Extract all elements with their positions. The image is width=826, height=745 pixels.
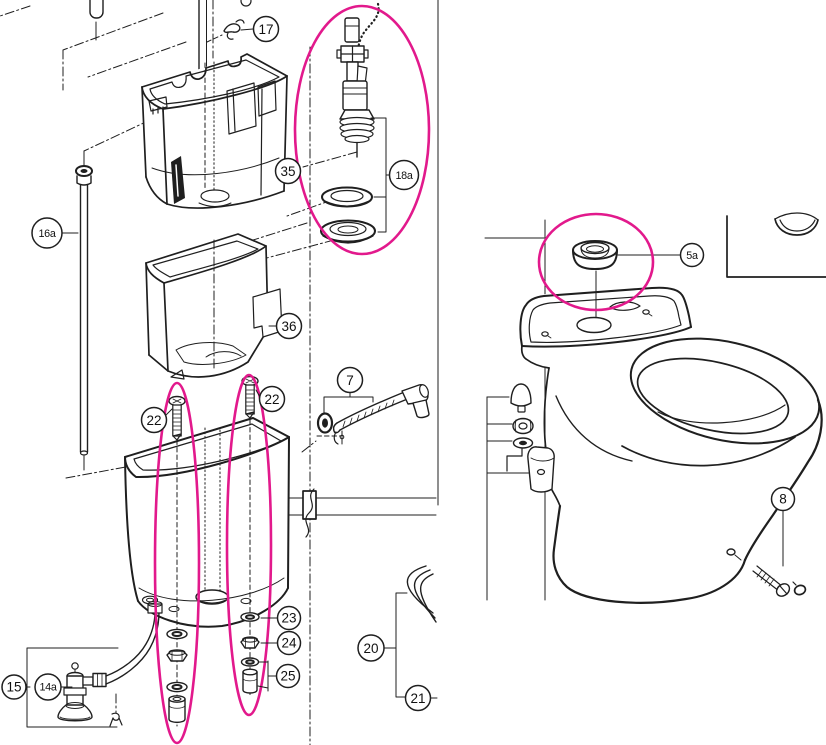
callout-21-label: 21	[410, 691, 425, 706]
inlet-seal	[572, 240, 681, 318]
callout-16a: 16a	[31, 217, 63, 249]
fill-valve-assembly	[320, 2, 391, 244]
hose-clip	[109, 712, 123, 727]
construction-lines	[0, 0, 546, 745]
shutoff-valve-assembly	[26, 601, 163, 728]
callout-7-label: 7	[346, 373, 354, 388]
callout-18a-label: 18a	[395, 170, 412, 182]
callout-14a-label: 14a	[39, 682, 56, 694]
callout-18a: 18a	[388, 159, 420, 191]
callout-20-label: 20	[363, 641, 378, 656]
bolt-hardware-left-column	[166, 628, 188, 724]
callout-23: 23	[276, 605, 302, 631]
callout-22-left-label: 22	[146, 413, 161, 428]
callout-22-right-label: 22	[264, 392, 279, 407]
callout-8: 8	[770, 486, 796, 512]
callout-16a-label: 16a	[38, 228, 55, 240]
overflow-tube	[75, 165, 93, 456]
cropped-part-top	[240, 0, 252, 7]
callout-36: 36	[275, 312, 303, 340]
highlight-ellipse-seal	[537, 212, 655, 312]
callout-22-right: 22	[258, 385, 286, 413]
inner-tank-upper	[141, 53, 288, 209]
callout-25: 25	[275, 663, 301, 689]
callout-23-label: 23	[281, 611, 296, 626]
tank-bolt-left	[168, 395, 186, 441]
valve-gasket	[321, 186, 373, 208]
outer-tank	[124, 417, 290, 628]
highlight-ellipse-bolt-right	[225, 373, 273, 717]
callout-17-label: 17	[258, 22, 273, 37]
seat-lid-edge	[383, 565, 438, 699]
callout-22-left: 22	[140, 406, 168, 434]
highlight-ellipse-bolt-left	[153, 381, 201, 745]
push-rod	[89, 0, 104, 19]
flexible-hose-assembly	[316, 384, 430, 445]
callout-7: 7	[336, 366, 364, 394]
bolt-nut	[512, 417, 534, 435]
bolt-washer	[512, 437, 534, 449]
bolt-hardware-right-column	[240, 612, 260, 694]
callout-17: 17	[252, 15, 280, 43]
inset-view-corner	[726, 212, 826, 278]
callout-25-label: 25	[280, 669, 295, 684]
callout-24-label: 24	[281, 636, 297, 651]
callout-36-label: 36	[281, 319, 296, 334]
figure-connector-lines	[288, 488, 437, 538]
screw-guide-lines	[176, 419, 251, 727]
base-screw-hole	[726, 548, 736, 556]
callout-14a: 14a	[34, 673, 62, 701]
callout-8-label: 8	[779, 492, 787, 507]
callout-15: 15	[1, 674, 27, 700]
callout-35-label: 35	[280, 164, 295, 179]
bolt-cap	[510, 383, 532, 407]
callout-15-label: 15	[6, 680, 21, 695]
inner-tank-lower	[145, 233, 283, 380]
lid-clip-part	[206, 19, 254, 43]
callout-20: 20	[357, 634, 385, 662]
highlight-ellipse-fill-valve	[293, 4, 431, 256]
valve-cone-seal	[320, 219, 376, 244]
callout-5a-label: 5a	[686, 250, 698, 262]
callout-21: 21	[404, 684, 432, 712]
floor-screw	[752, 509, 807, 597]
screw-cap	[793, 584, 807, 596]
callout-24: 24	[276, 630, 302, 656]
toilet-bowl	[519, 285, 823, 604]
callout-5a: 5a	[679, 242, 705, 268]
callout-35: 35	[274, 157, 302, 185]
bowl-fixing-parts	[506, 383, 534, 472]
